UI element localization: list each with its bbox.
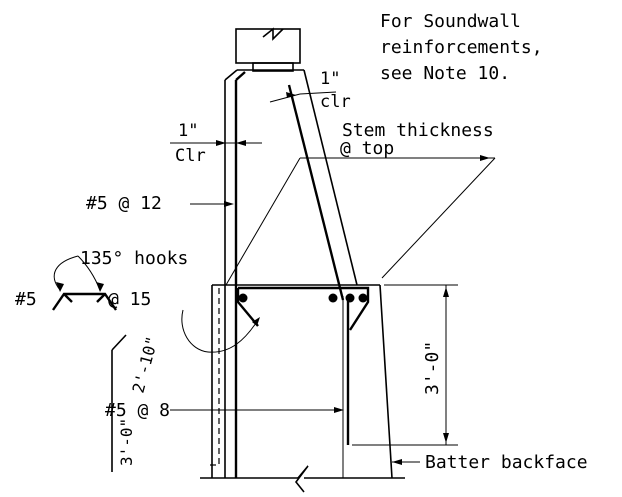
bar-5-prefix: #5 xyxy=(15,289,37,310)
soundwall-stub xyxy=(235,27,301,72)
soundwall-note: For Soundwall reinforcements, see Note 1… xyxy=(380,11,543,84)
long-bar xyxy=(345,293,355,303)
hooks-callout: 135° hooks #5 @ 15 xyxy=(15,248,260,353)
long-bar xyxy=(238,293,248,303)
height-dimension: 3'-0" xyxy=(352,284,458,446)
break-symbol xyxy=(262,27,284,41)
reinforcement xyxy=(234,71,370,478)
detail-lower-dim: 3'-0" xyxy=(117,418,136,466)
hook-detail xyxy=(52,292,117,311)
height-dim-text: 3'-0" xyxy=(422,341,443,395)
note-line-3: see Note 10. xyxy=(380,63,510,84)
stem-thickness-dim: Stem thickness @ top xyxy=(225,120,496,286)
bar-label-5-12: #5 @ 12 xyxy=(86,193,234,214)
note-line-1: For Soundwall xyxy=(380,11,521,32)
bar-5-12-text: #5 @ 12 xyxy=(86,193,162,214)
stem-thickness-label: Stem thickness xyxy=(342,120,494,141)
note-line-2: reinforcements, xyxy=(380,37,543,58)
batter-backface-callout: Batter backface xyxy=(392,452,588,473)
stirrup-top xyxy=(238,286,370,331)
bottom-break-symbol xyxy=(294,465,309,493)
bar-label-5-8: #5 @ 8 xyxy=(105,400,344,421)
bar-5-15-suffix: @ 15 xyxy=(108,289,151,310)
sloped-bar xyxy=(287,84,345,301)
clr-left-value: 1" xyxy=(178,121,198,141)
clr-right-unit: clr xyxy=(320,92,351,112)
barrier-outline xyxy=(200,69,405,493)
long-bar xyxy=(358,293,368,303)
hooks-text: 135° hooks xyxy=(80,248,188,269)
bar-5-8-text: #5 @ 8 xyxy=(105,400,170,421)
clear-cover-left: 1" Clr xyxy=(170,121,262,166)
batter-backface-line xyxy=(379,284,393,479)
long-bar xyxy=(328,293,338,303)
stem-thickness-at-top: @ top xyxy=(340,138,394,159)
clr-right-value: 1" xyxy=(320,69,340,89)
clr-left-unit: Clr xyxy=(175,146,206,166)
clear-cover-right: 1" clr xyxy=(269,69,351,112)
batter-backface-text: Batter backface xyxy=(425,452,588,473)
detail-upper-dim: 2'-10" xyxy=(129,334,162,395)
